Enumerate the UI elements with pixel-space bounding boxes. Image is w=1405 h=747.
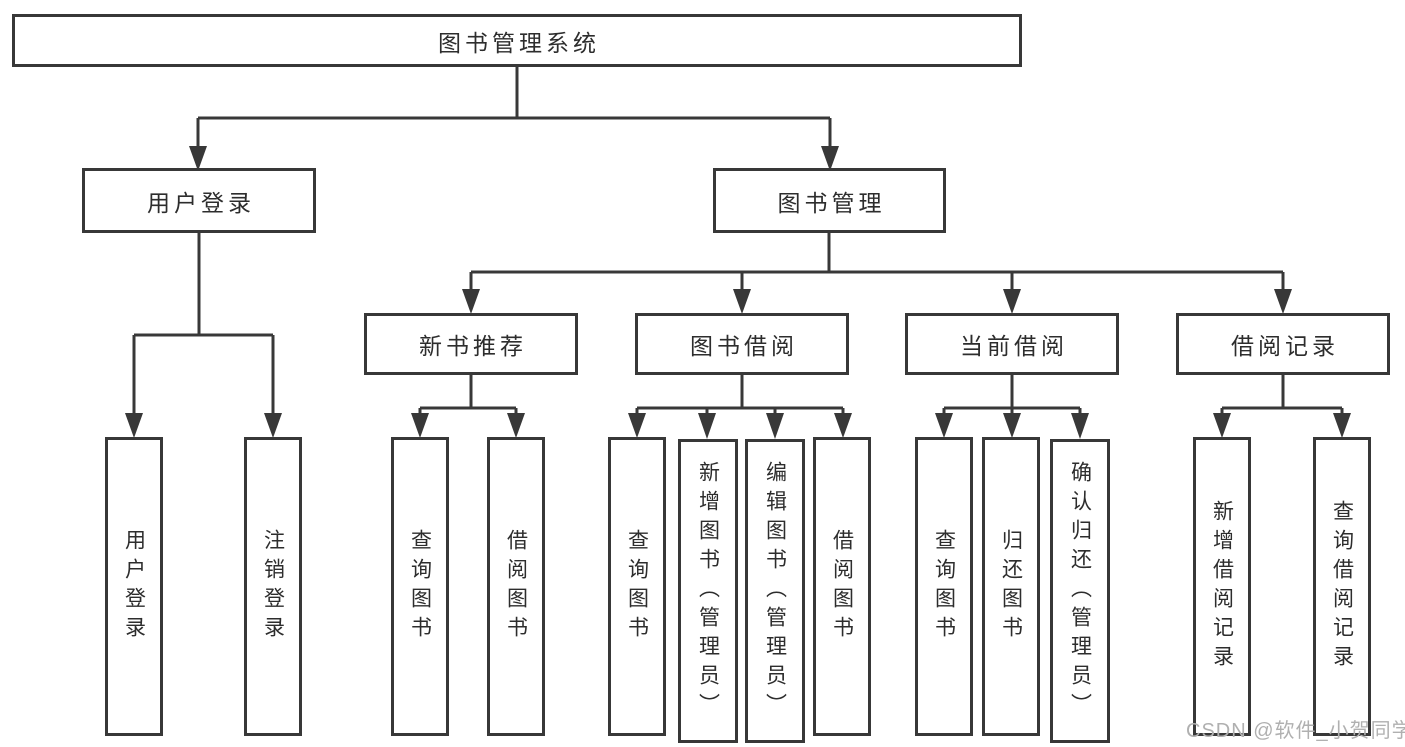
- arrowhead-icon: [1274, 289, 1292, 314]
- node-label: 查询借阅记录: [1330, 499, 1354, 674]
- node-leaf-newbook-borrow: 借阅图书: [487, 437, 545, 736]
- arrowhead-icon: [821, 146, 839, 171]
- node-book-borrowing: 图书借阅: [635, 313, 849, 375]
- node-label: 新书推荐: [419, 333, 527, 359]
- arrowhead-icon: [1333, 413, 1351, 438]
- arrowhead-icon: [264, 413, 282, 438]
- arrowhead-icon: [507, 413, 525, 438]
- arrowhead-icon: [733, 289, 751, 314]
- node-label: 当前借阅: [960, 333, 1068, 359]
- node-label: 查询图书: [932, 528, 956, 645]
- node-label: 图书借阅: [690, 333, 798, 359]
- arrowhead-icon: [1003, 413, 1021, 438]
- node-leaf-current-confirm-admin: 确认归还（管理员）: [1050, 439, 1110, 743]
- node-current-borrowing: 当前借阅: [905, 313, 1119, 375]
- arrowhead-icon: [125, 413, 143, 438]
- node-leaf-records-query: 查询借阅记录: [1313, 437, 1371, 736]
- node-label: 借阅图书: [830, 528, 854, 645]
- arrowhead-icon: [766, 413, 784, 439]
- node-leaf-current-return: 归还图书: [982, 437, 1040, 736]
- node-user-login-branch: 用户登录: [82, 168, 316, 233]
- node-label: 用户登录: [122, 528, 146, 645]
- node-label: 归还图书: [999, 528, 1023, 645]
- node-label: 查询图书: [408, 528, 432, 645]
- arrowhead-icon: [1071, 413, 1089, 439]
- node-label: 图书管理系统: [438, 29, 600, 56]
- arrowhead-icon: [1213, 413, 1231, 438]
- node-label: 编辑图书（管理员）: [763, 460, 787, 722]
- node-leaf-borrowing-add-admin: 新增图书（管理员）: [678, 439, 738, 743]
- arrowhead-icon: [189, 146, 207, 171]
- node-leaf-current-query: 查询图书: [915, 437, 973, 736]
- arrowhead-icon: [935, 413, 953, 438]
- arrowhead-icon: [1003, 289, 1021, 314]
- node-new-book-recommend: 新书推荐: [364, 313, 578, 375]
- node-label: 新增借阅记录: [1210, 499, 1234, 674]
- node-leaf-borrowing-borrow: 借阅图书: [813, 437, 871, 736]
- node-label: 注销登录: [261, 528, 285, 645]
- node-root-system: 图书管理系统: [12, 14, 1022, 67]
- node-label: 借阅记录: [1231, 333, 1339, 359]
- node-label: 图书管理: [777, 189, 886, 216]
- node-label: 用户登录: [147, 189, 255, 216]
- csdn-watermark: CSDN @软件_小贺同学: [1186, 720, 1405, 742]
- arrowhead-icon: [462, 289, 480, 314]
- arrowhead-icon: [411, 413, 429, 438]
- arrowhead-icon: [698, 413, 716, 439]
- node-label: 确认归还（管理员）: [1068, 460, 1092, 722]
- node-leaf-logout: 注销登录: [244, 437, 302, 736]
- node-label: 新增图书（管理员）: [696, 460, 720, 722]
- arrowhead-icon: [628, 413, 646, 438]
- node-leaf-newbook-query: 查询图书: [391, 437, 449, 736]
- node-leaf-borrowing-edit-admin: 编辑图书（管理员）: [745, 439, 805, 743]
- node-leaf-user-login: 用户登录: [105, 437, 163, 736]
- node-borrow-records: 借阅记录: [1176, 313, 1390, 375]
- node-label: 借阅图书: [504, 528, 528, 645]
- node-label: 查询图书: [625, 528, 649, 645]
- arrowhead-icon: [834, 413, 852, 438]
- node-leaf-borrowing-query: 查询图书: [608, 437, 666, 736]
- node-leaf-records-add: 新增借阅记录: [1193, 437, 1251, 736]
- node-book-management-branch: 图书管理: [713, 168, 946, 233]
